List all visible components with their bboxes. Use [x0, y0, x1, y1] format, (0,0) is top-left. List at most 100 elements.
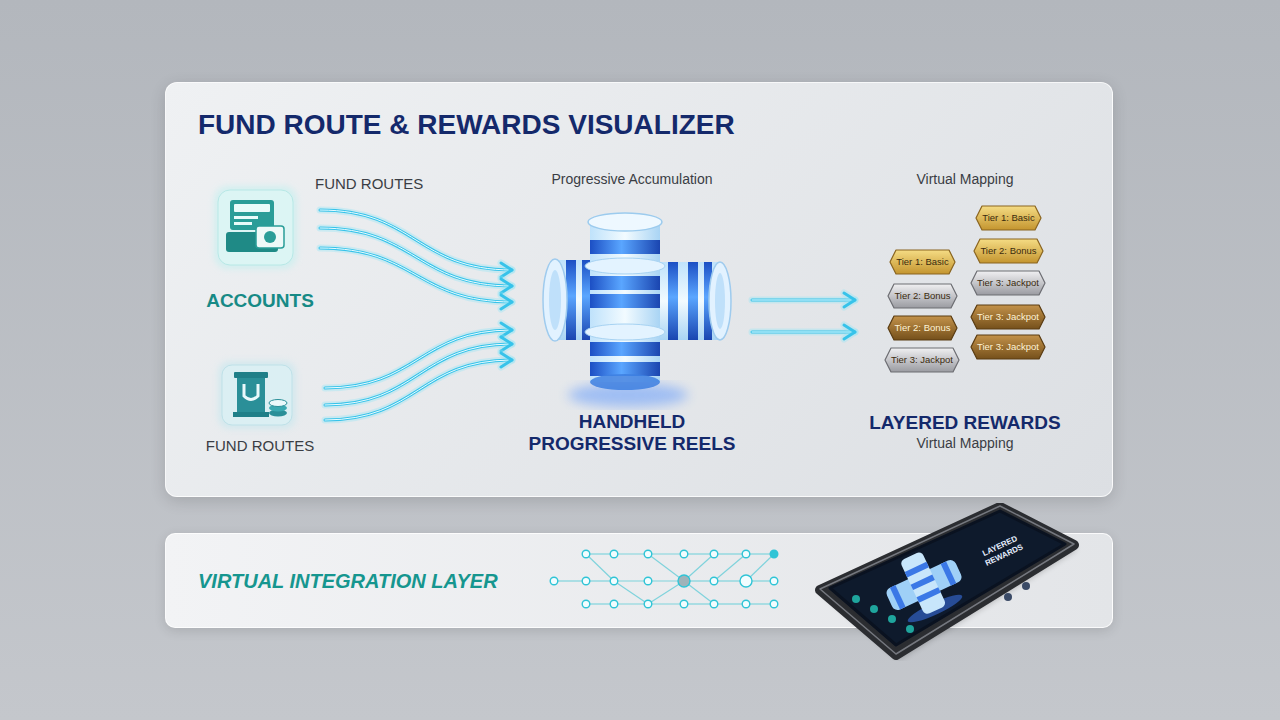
network-dot — [710, 550, 718, 558]
badge-outline — [971, 271, 1045, 295]
icon-tile — [222, 365, 292, 425]
reward-badge: Tier 3: Jackpot — [970, 334, 1046, 360]
arrowhead-glow — [844, 293, 855, 307]
spacer — [855, 188, 1075, 412]
flow-line — [325, 360, 512, 420]
reel-band — [590, 240, 660, 254]
icon-line — [234, 222, 252, 225]
diagram-title: FUND ROUTE & REWARDS VISUALIZER — [198, 108, 735, 142]
reel-end — [543, 259, 567, 341]
node-text: Tier 2: Bonus — [894, 322, 950, 334]
reward-badge: Tier 2: Bonus — [887, 283, 958, 309]
network-dot — [550, 577, 558, 585]
icon-coin — [269, 400, 287, 407]
mini-band — [941, 561, 957, 585]
flow-connector — [325, 323, 512, 420]
flow-glow — [320, 248, 512, 302]
icon-step — [233, 412, 269, 417]
network-dot — [610, 550, 618, 558]
icon-line — [234, 204, 270, 212]
network-dot — [710, 600, 718, 608]
icon-mark — [244, 384, 258, 400]
arrowhead-glow — [501, 279, 512, 293]
mini-band — [890, 585, 906, 609]
network-dot — [644, 577, 652, 585]
badge-outline — [971, 305, 1045, 329]
node-text: LAYERED REWARDS — [855, 412, 1075, 434]
network-dot — [644, 550, 652, 558]
flow-connector — [752, 293, 855, 339]
icon-card — [256, 226, 284, 248]
network-dot — [610, 600, 618, 608]
title-holder: FUND ROUTE & REWARDS VISUALIZER — [198, 108, 735, 142]
reel-disc — [585, 324, 665, 340]
reel-cap — [590, 374, 660, 390]
flow-glow — [325, 360, 512, 420]
network-link — [614, 603, 648, 604]
reward-badge: Tier 1: Basic — [889, 249, 956, 275]
account-node: FUND ROUTES — [195, 365, 325, 455]
node-text: HANDHELD PROGRESSIVE REELS — [512, 411, 752, 455]
network-link — [554, 580, 586, 581]
reel-band — [590, 362, 660, 376]
network-dot — [644, 600, 652, 608]
icon-tile — [218, 190, 293, 265]
reward-badge: Tier 2: Bonus — [973, 238, 1044, 264]
node-text: FUND ROUTES — [195, 437, 325, 455]
phone-screen — [830, 511, 1065, 645]
reel-cap — [588, 213, 662, 231]
arrowhead — [501, 337, 512, 351]
flow-glow — [752, 297, 855, 304]
network-dot — [582, 577, 590, 585]
arrowhead — [501, 279, 512, 293]
node-text: Tier 1: Basic — [896, 256, 948, 268]
phone-button — [1022, 582, 1030, 590]
node-text: Virtual Mapping — [855, 170, 1075, 188]
phone-button — [1004, 593, 1012, 601]
phone-button — [888, 615, 896, 623]
reward-badge: Tier 2: Bonus — [887, 315, 958, 341]
network-link — [714, 603, 746, 604]
flow-glow — [325, 344, 512, 405]
network-dot — [610, 577, 618, 585]
node-text: ACCOUNTS — [200, 290, 320, 312]
icon-base — [226, 232, 278, 252]
account-node: ACCOUNTS — [200, 190, 320, 312]
account-icon — [214, 186, 297, 269]
mini-band — [905, 562, 929, 578]
node-text: VIRTUAL INTEGRATION LAYER — [198, 569, 498, 593]
network-dot — [740, 575, 752, 587]
phone-button — [852, 595, 860, 603]
reel-end-inner — [715, 273, 725, 329]
arrowhead — [501, 295, 512, 309]
mini-band — [917, 587, 941, 603]
node-text: Tier 3: Jackpot — [891, 354, 953, 366]
node-text: Tier 2: Bonus — [980, 245, 1036, 257]
phone-outline — [812, 503, 1082, 661]
network-link — [614, 580, 648, 581]
flow-core — [325, 360, 512, 420]
bank-icon — [218, 361, 296, 429]
node-text: Tier 1: Basic — [982, 212, 1034, 224]
reel-band — [688, 262, 698, 340]
reward-badge: Tier 3: Jackpot — [970, 270, 1046, 296]
reels-node: Progressive AccumulationHANDHELD PROGRES… — [512, 170, 752, 455]
flow-core — [752, 300, 855, 301]
phone-button — [906, 625, 914, 633]
node-text: Tier 3: Jackpot — [977, 341, 1039, 353]
arrowhead — [501, 263, 512, 277]
network-dot — [710, 577, 718, 585]
icon-roof — [234, 372, 268, 378]
arrowhead — [844, 293, 855, 307]
node-text: Tier 3: Jackpot — [977, 311, 1039, 323]
reel-end-inner — [549, 270, 561, 330]
icon-building — [237, 378, 265, 414]
spacer — [512, 188, 752, 411]
network-link — [586, 554, 614, 581]
flow-connector — [320, 210, 512, 309]
network-dot — [582, 600, 590, 608]
flow-glow — [752, 329, 855, 336]
network-dot — [582, 550, 590, 558]
arrowhead — [844, 325, 855, 339]
